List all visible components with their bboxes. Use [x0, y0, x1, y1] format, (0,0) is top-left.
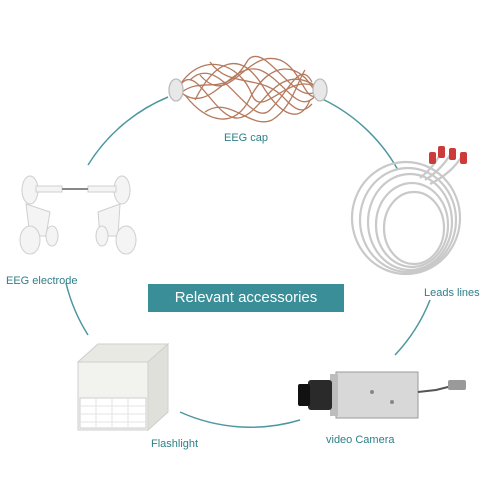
- ring-arc-cap-to-leads: [317, 96, 399, 171]
- center-label: Relevant accessories: [148, 284, 344, 312]
- video-camera-illustration: [298, 371, 466, 419]
- electrode-holder-illustration: [19, 175, 137, 255]
- ring-arc-camera-to-flash: [179, 411, 301, 428]
- label-eeg-cap: EEG cap: [224, 132, 269, 144]
- ring-arc-electrode-to-cap: [87, 96, 169, 166]
- flash-lamp-illustration: [76, 342, 170, 432]
- label-leads-lines: Leads lines: [424, 287, 480, 299]
- ring-arc-flash-to-electrode: [65, 282, 89, 336]
- eeg-cap-illustration: [168, 56, 328, 123]
- lead-wires-illustration: [350, 146, 467, 276]
- label-video-camera: video Camera: [326, 434, 395, 446]
- label-eeg-electrode: EEG electrode: [6, 275, 78, 287]
- ring-arcs: [65, 96, 431, 428]
- label-flashlight: Flashlight: [151, 438, 199, 450]
- ring-arc-leads-to-camera: [394, 299, 431, 356]
